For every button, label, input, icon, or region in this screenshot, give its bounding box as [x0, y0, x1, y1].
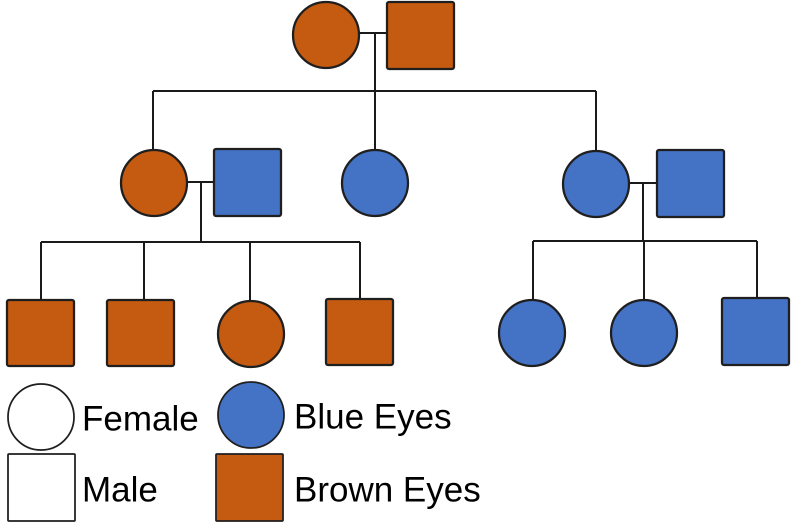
gen2-left-female-brown-circle: [119, 148, 189, 218]
gen2-left-male-blue-square: [212, 147, 283, 218]
legend-brown-eyes-square: [215, 453, 284, 522]
connector-lines: [40, 32, 758, 302]
gen3-right-female-blue-circle-1: [497, 298, 567, 368]
gen1-female-brown-circle: [291, 0, 361, 70]
gen3-right-male-blue-square: [720, 296, 791, 367]
generation-2: [119, 147, 726, 219]
legend-blue-eyes-label: Blue Eyes: [294, 398, 452, 437]
legend-female-circle: [7, 383, 75, 451]
gen1-male-brown-square: [385, 0, 456, 71]
legend-blue-eyes-circle: [217, 381, 285, 449]
gen2-middle-female-blue-circle: [340, 148, 410, 218]
gen3-left-male-brown-square-2: [105, 298, 176, 368]
legend-female-label: Female: [82, 400, 199, 439]
gen2-right-male-blue-square: [655, 148, 726, 219]
legend-male-square: [7, 453, 76, 522]
gen3-left-male-brown-square-1: [5, 298, 76, 368]
gen3-left-female-brown-circle: [216, 299, 286, 369]
generation-3-left-family: [5, 297, 395, 369]
legend: Female Male Blue Eyes Brown Eyes: [7, 381, 481, 522]
legend-male-label: Male: [82, 471, 158, 510]
generation-3-right-family: [497, 296, 791, 368]
gen2-right-female-blue-circle: [561, 149, 631, 219]
gen3-right-female-blue-circle-2: [609, 298, 679, 368]
generation-1: [291, 0, 456, 71]
gen3-left-male-brown-square-3: [324, 297, 395, 367]
legend-brown-eyes-label: Brown Eyes: [294, 471, 481, 510]
